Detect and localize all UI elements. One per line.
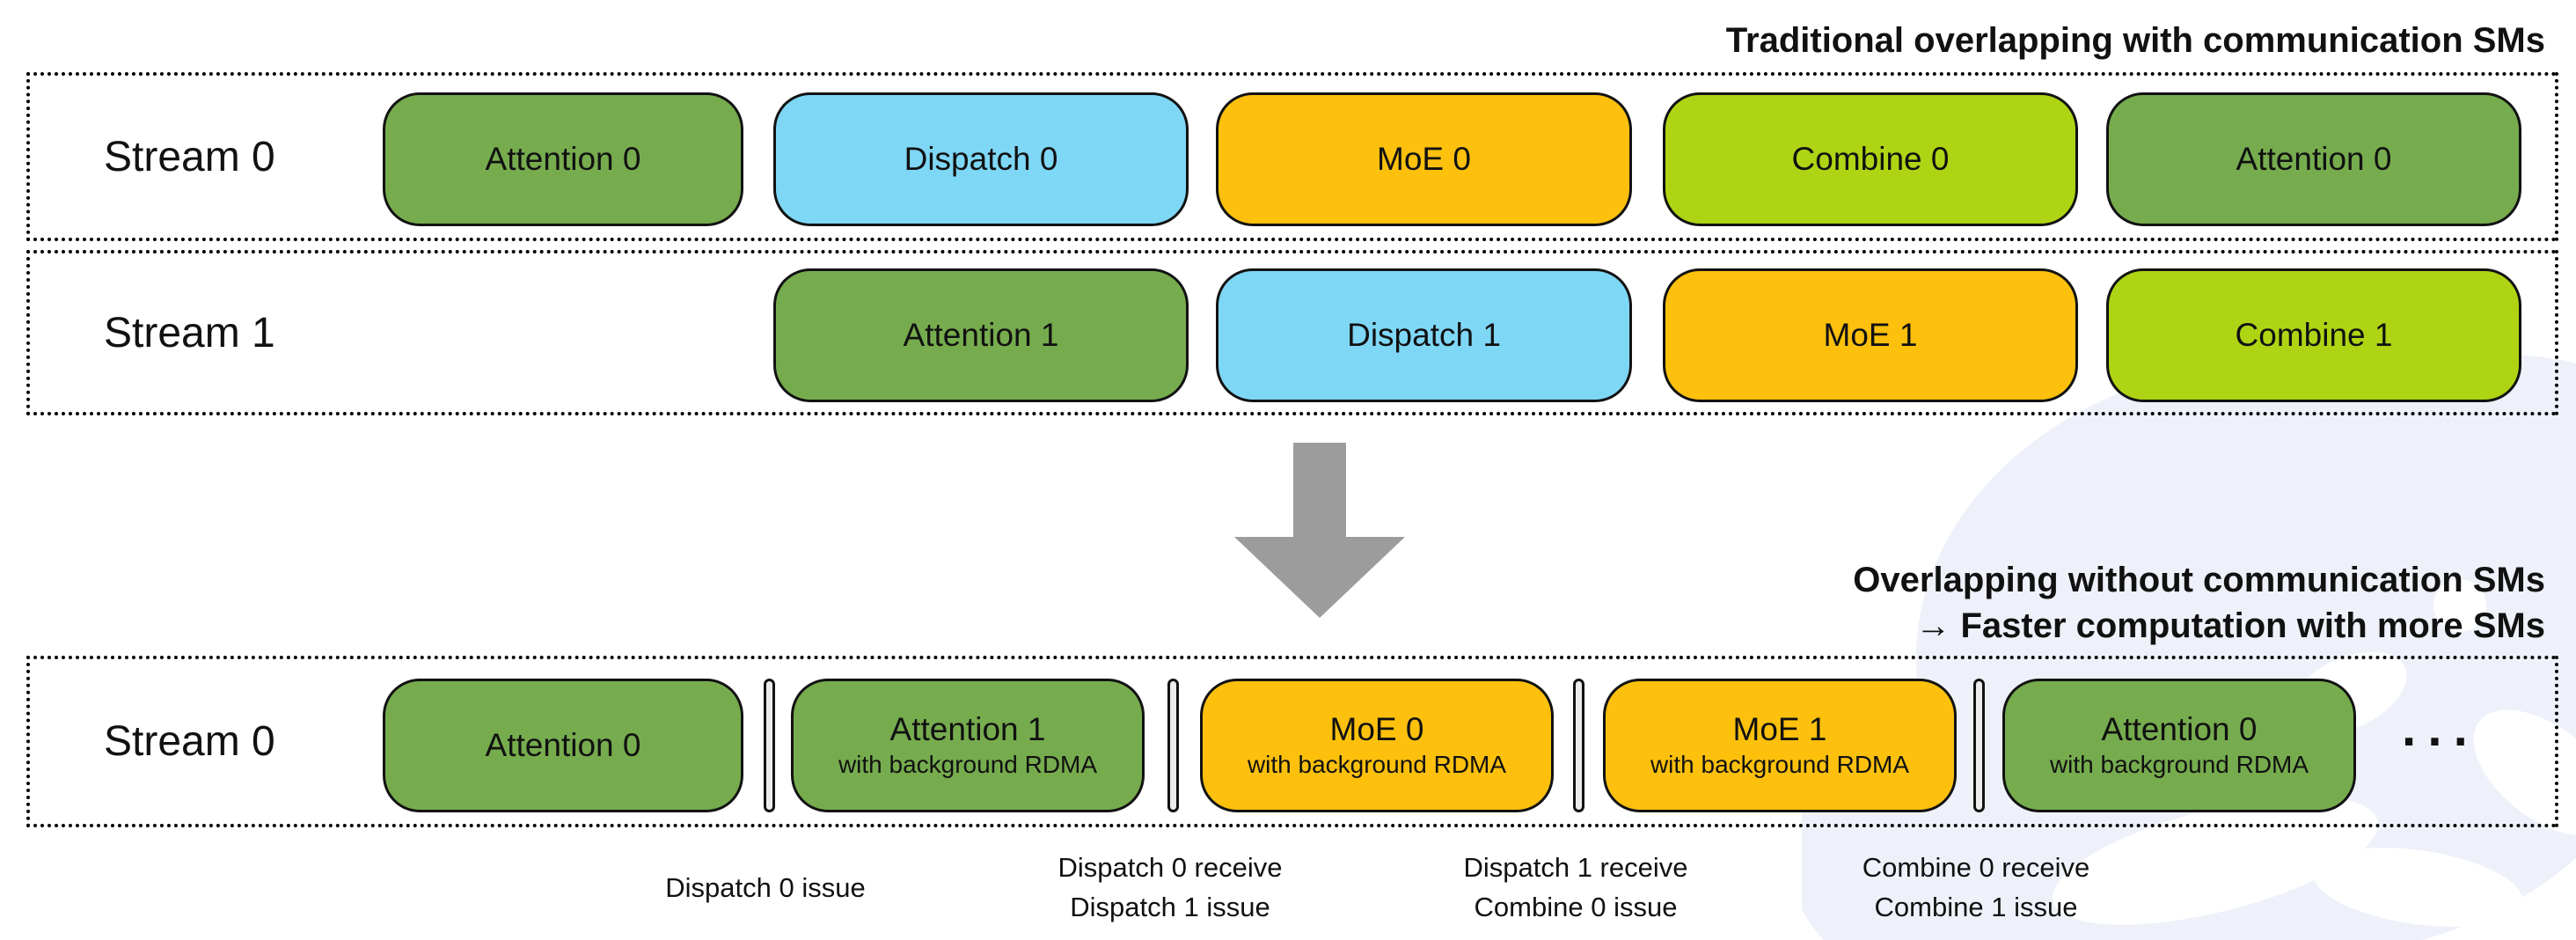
block-attention-0: Attention 0 [383, 92, 743, 226]
block-label: Attention 0 [485, 727, 641, 763]
annotation-line: Combine 0 issue [1474, 892, 1678, 922]
block-label: Combine 1 [2235, 317, 2393, 353]
down-arrow-icon [1234, 443, 1405, 618]
stream-label: Stream 1 [104, 309, 275, 356]
block-label: Combine 0 [1791, 141, 1950, 177]
block-dispatch-0: Dispatch 0 [773, 92, 1189, 226]
stream-box-traditional-1: Stream 1 Attention 1 Dispatch 1 MoE 1 Co… [26, 250, 2558, 415]
separator-pill-2 [1167, 679, 1179, 812]
block-label: Dispatch 0 [904, 141, 1058, 177]
stream-box-traditional-0: Stream 0 Attention 0 Dispatch 0 MoE 0 Co… [26, 72, 2558, 241]
block-attention-0: Attention 0 [383, 679, 743, 812]
block-attention-0-rdma: Attention 0 with background RDMA [2002, 679, 2356, 812]
block-attention-1-rdma: Attention 1 with background RDMA [791, 679, 1145, 812]
block-dispatch-1: Dispatch 1 [1216, 268, 1632, 402]
annotation-dispatch0-issue: Dispatch 0 issue [563, 843, 968, 931]
block-moe-0: MoE 0 [1216, 92, 1632, 226]
block-moe-0-rdma: MoE 0 with background RDMA [1200, 679, 1554, 812]
stream-label: Stream 0 [104, 718, 275, 765]
annotation-line: Dispatch 0 issue [665, 871, 866, 903]
block-label: Dispatch 1 [1347, 317, 1501, 353]
block-moe-1-rdma: MoE 1 with background RDMA [1603, 679, 1957, 812]
block-label: MoE 1 [1823, 317, 1918, 353]
block-sublabel: with background RDMA [1650, 751, 1910, 778]
block-label: Attention 1 [889, 711, 1046, 747]
mid-title: Overlapping without communication SMs → … [1853, 557, 2545, 649]
annotation-line: Combine 0 receive [1862, 852, 2090, 883]
annotation-dispatch1-receive: Dispatch 1 receive Combine 0 issue [1373, 843, 1778, 931]
block-attention-1: Attention 1 [773, 268, 1189, 402]
block-attention-0-next: Attention 0 [2106, 92, 2521, 226]
block-label: MoE 0 [1377, 141, 1471, 177]
block-label: Attention 1 [903, 317, 1059, 353]
annotation-line: Combine 1 issue [1874, 892, 2078, 922]
top-title: Traditional overlapping with communicati… [1725, 21, 2545, 60]
block-sublabel: with background RDMA [2049, 751, 2309, 778]
block-combine-1: Combine 1 [2106, 268, 2521, 402]
block-label: Attention 0 [2101, 711, 2258, 747]
continuation-ellipsis: ··· [2402, 713, 2479, 770]
annotation-line: Dispatch 1 receive [1463, 852, 1688, 883]
mid-title-line1: Overlapping without communication SMs [1853, 561, 2545, 599]
block-sublabel: with background RDMA [838, 751, 1098, 778]
mid-title-line2: → Faster computation with more SMs [1915, 606, 2545, 645]
block-label: Attention 0 [2236, 141, 2392, 177]
annotation-combine0-receive: Combine 0 receive Combine 1 issue [1774, 843, 2178, 931]
block-label: MoE 1 [1732, 711, 1827, 747]
block-combine-0: Combine 0 [1663, 92, 2078, 226]
block-label: MoE 0 [1329, 711, 1424, 747]
separator-pill-1 [764, 679, 775, 812]
block-sublabel: with background RDMA [1247, 751, 1507, 778]
block-moe-1: MoE 1 [1663, 268, 2078, 402]
block-label: Attention 0 [485, 141, 641, 177]
separator-pill-3 [1573, 679, 1584, 812]
separator-pill-4 [1973, 679, 1985, 812]
annotation-line: Dispatch 1 issue [1070, 892, 1270, 922]
stream-label: Stream 0 [104, 133, 275, 180]
annotation-dispatch0-receive: Dispatch 0 receive Dispatch 1 issue [968, 843, 1372, 931]
annotation-line: Dispatch 0 receive [1057, 852, 1283, 883]
stream-box-overlapped-0: Stream 0 Attention 0 Attention 1 with ba… [26, 656, 2558, 827]
